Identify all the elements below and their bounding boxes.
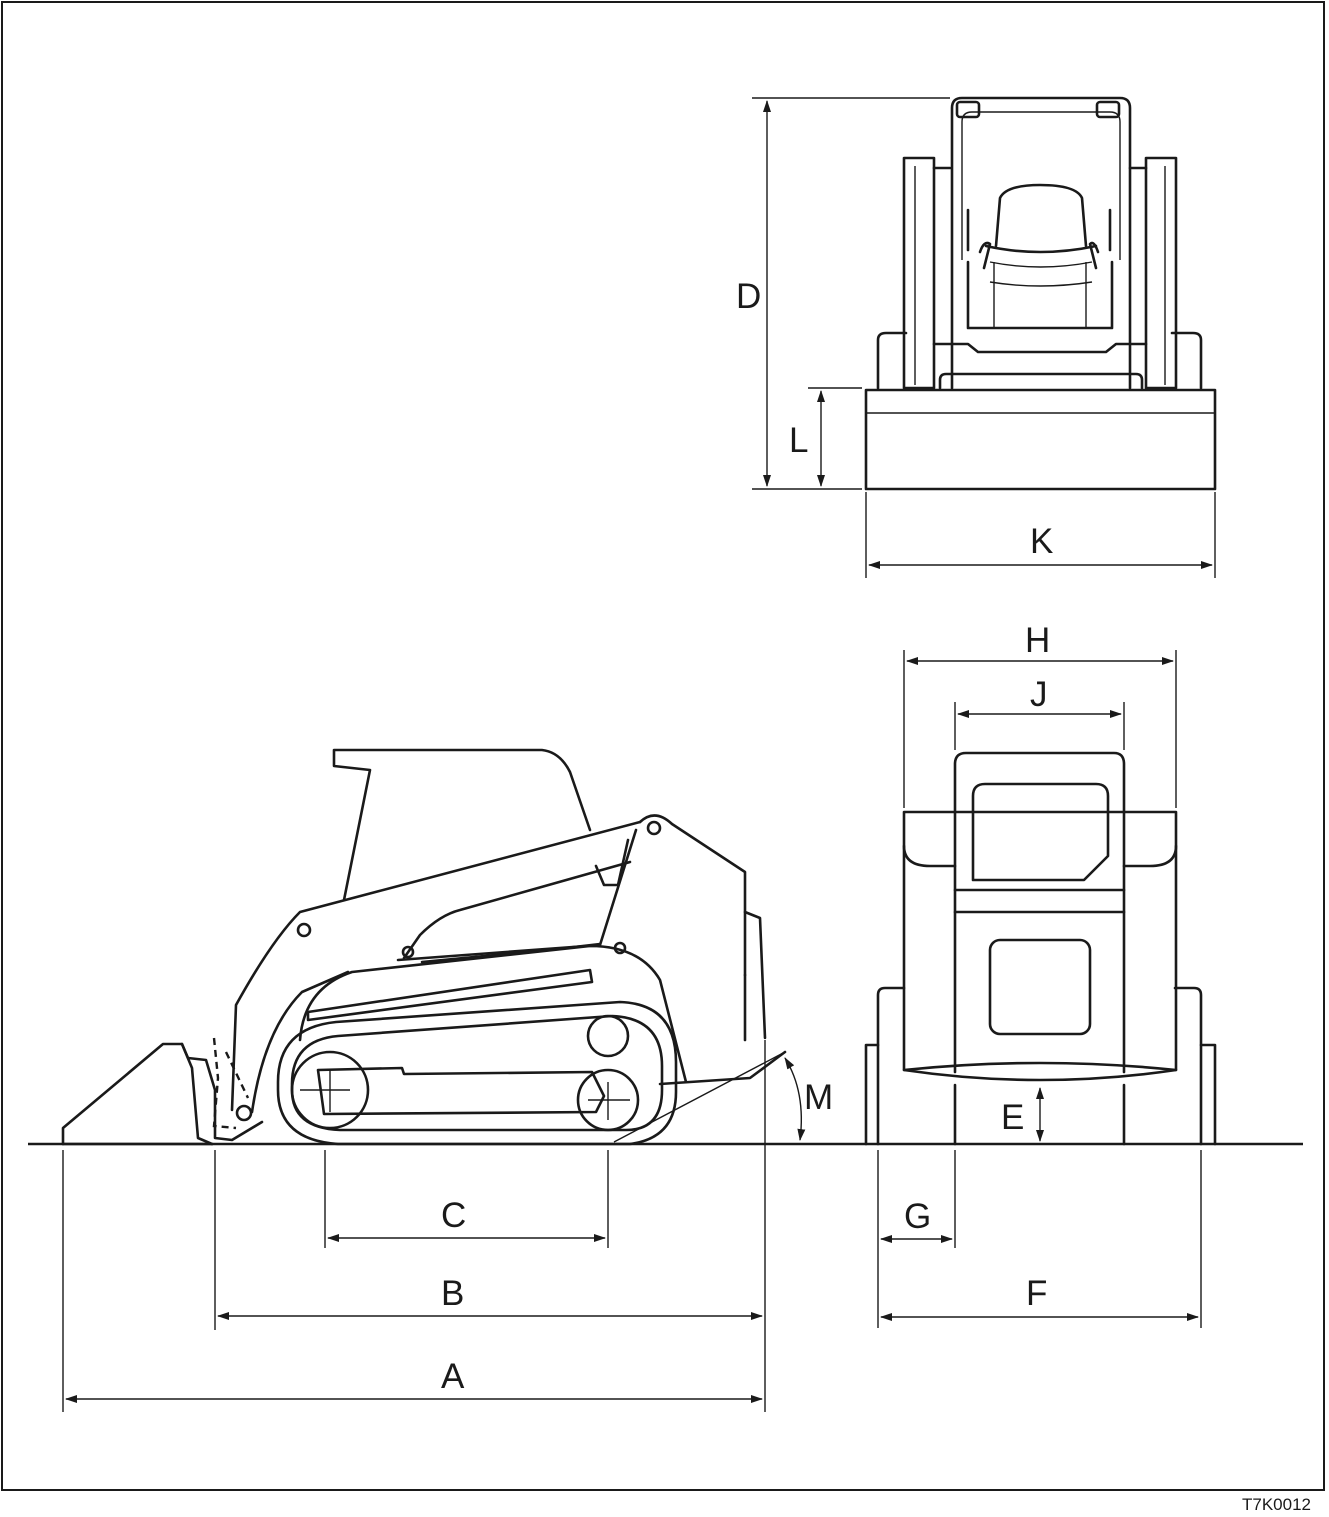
side-view-drawing	[61, 748, 787, 1146]
label-j: J	[1030, 675, 1048, 714]
page-frame	[1, 1, 1325, 1491]
label-e: E	[1001, 1098, 1024, 1137]
figure-code: T7K0012	[1242, 1495, 1311, 1514]
label-d: D	[736, 277, 761, 316]
rear-view-drawing	[864, 751, 1217, 1146]
label-m: M	[804, 1078, 833, 1117]
label-c: C	[441, 1196, 466, 1235]
label-f: F	[1026, 1274, 1047, 1313]
label-g: G	[904, 1197, 931, 1236]
label-h: H	[1025, 621, 1050, 660]
label-l: L	[789, 421, 808, 460]
label-a: A	[441, 1357, 465, 1396]
label-b: B	[441, 1274, 464, 1313]
front-view-drawing	[864, 96, 1217, 491]
label-k: K	[1030, 522, 1053, 561]
